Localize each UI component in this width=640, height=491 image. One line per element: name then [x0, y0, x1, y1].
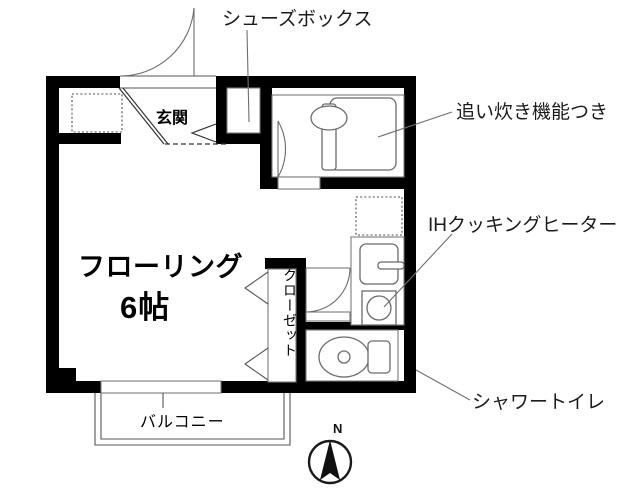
room-size-flooring: 6帖 [120, 290, 171, 325]
room-label-closet: クローゼット [282, 268, 298, 358]
room-label-entrance: 玄関 [156, 110, 189, 127]
room-label-balcony: バルコニー [140, 414, 225, 431]
genkan-door-line-a [118, 87, 165, 145]
bath-washbasin [310, 105, 348, 131]
callout-shoe-box: シューズボックス [222, 9, 373, 30]
wall-entry-step-left [46, 133, 121, 144]
compass-needle [320, 440, 340, 480]
kitchen [350, 196, 405, 326]
leader-shoebox [246, 29, 250, 123]
genkan-door-line-b [122, 87, 169, 145]
wall-entrance-right [216, 88, 227, 144]
wall-top [46, 76, 416, 88]
bathroom-door-arc [277, 120, 287, 178]
corridor-door-arc [305, 267, 351, 313]
callout-shower-toilet: シャワートイレ [472, 392, 606, 413]
wall-shoebox-bottom [227, 133, 272, 144]
closet-door-chevron-upper [244, 271, 269, 305]
kitchen-faucet [377, 261, 405, 270]
compass [307, 439, 353, 485]
shoe-box-outline [71, 93, 123, 133]
room-label-flooring: フローリング [78, 252, 243, 282]
callout-reheat-bath: 追い炊き機能つき [456, 102, 609, 123]
balcony-door-panel [100, 380, 222, 394]
refrigerator-space-outline [355, 196, 403, 236]
ih-burner-ring [366, 295, 392, 321]
closet-outline [267, 268, 297, 383]
balcony-railing-outer [94, 393, 291, 446]
wall-toilet-top-left [306, 320, 352, 330]
closet-door-chevron-lower [244, 347, 269, 381]
wall-closet-top [265, 258, 306, 269]
toilet-bowl-center [337, 350, 351, 364]
toilet-tank [367, 340, 391, 374]
closet [244, 268, 297, 383]
balcony [94, 380, 291, 446]
corridor-door-panel [305, 311, 351, 322]
leader-ih [383, 233, 453, 308]
leader-bath [377, 111, 453, 138]
entry-door-opening [120, 76, 216, 88]
compass-north-label: N [333, 421, 343, 436]
wall-right [404, 76, 416, 393]
wall-left [46, 76, 59, 381]
entrance-area [71, 7, 227, 145]
toilet-room [305, 329, 404, 382]
callout-leaders [246, 29, 471, 401]
bathroom-door-panel [277, 176, 321, 190]
shoe-box-niche [226, 87, 261, 134]
bathroom [271, 88, 405, 190]
entry-door-arc [119, 7, 195, 77]
balcony-railing-inner [100, 393, 285, 440]
callout-ih-cooking-heater: IHクッキングヒーター [428, 215, 618, 236]
wall-bath-left [260, 88, 272, 188]
genkan-direction-arrow [190, 123, 217, 143]
wall-closet-right [295, 258, 306, 384]
shoe-box-niche-outline [226, 87, 261, 134]
corridor-door [305, 267, 351, 322]
leader-toilet [415, 369, 471, 401]
